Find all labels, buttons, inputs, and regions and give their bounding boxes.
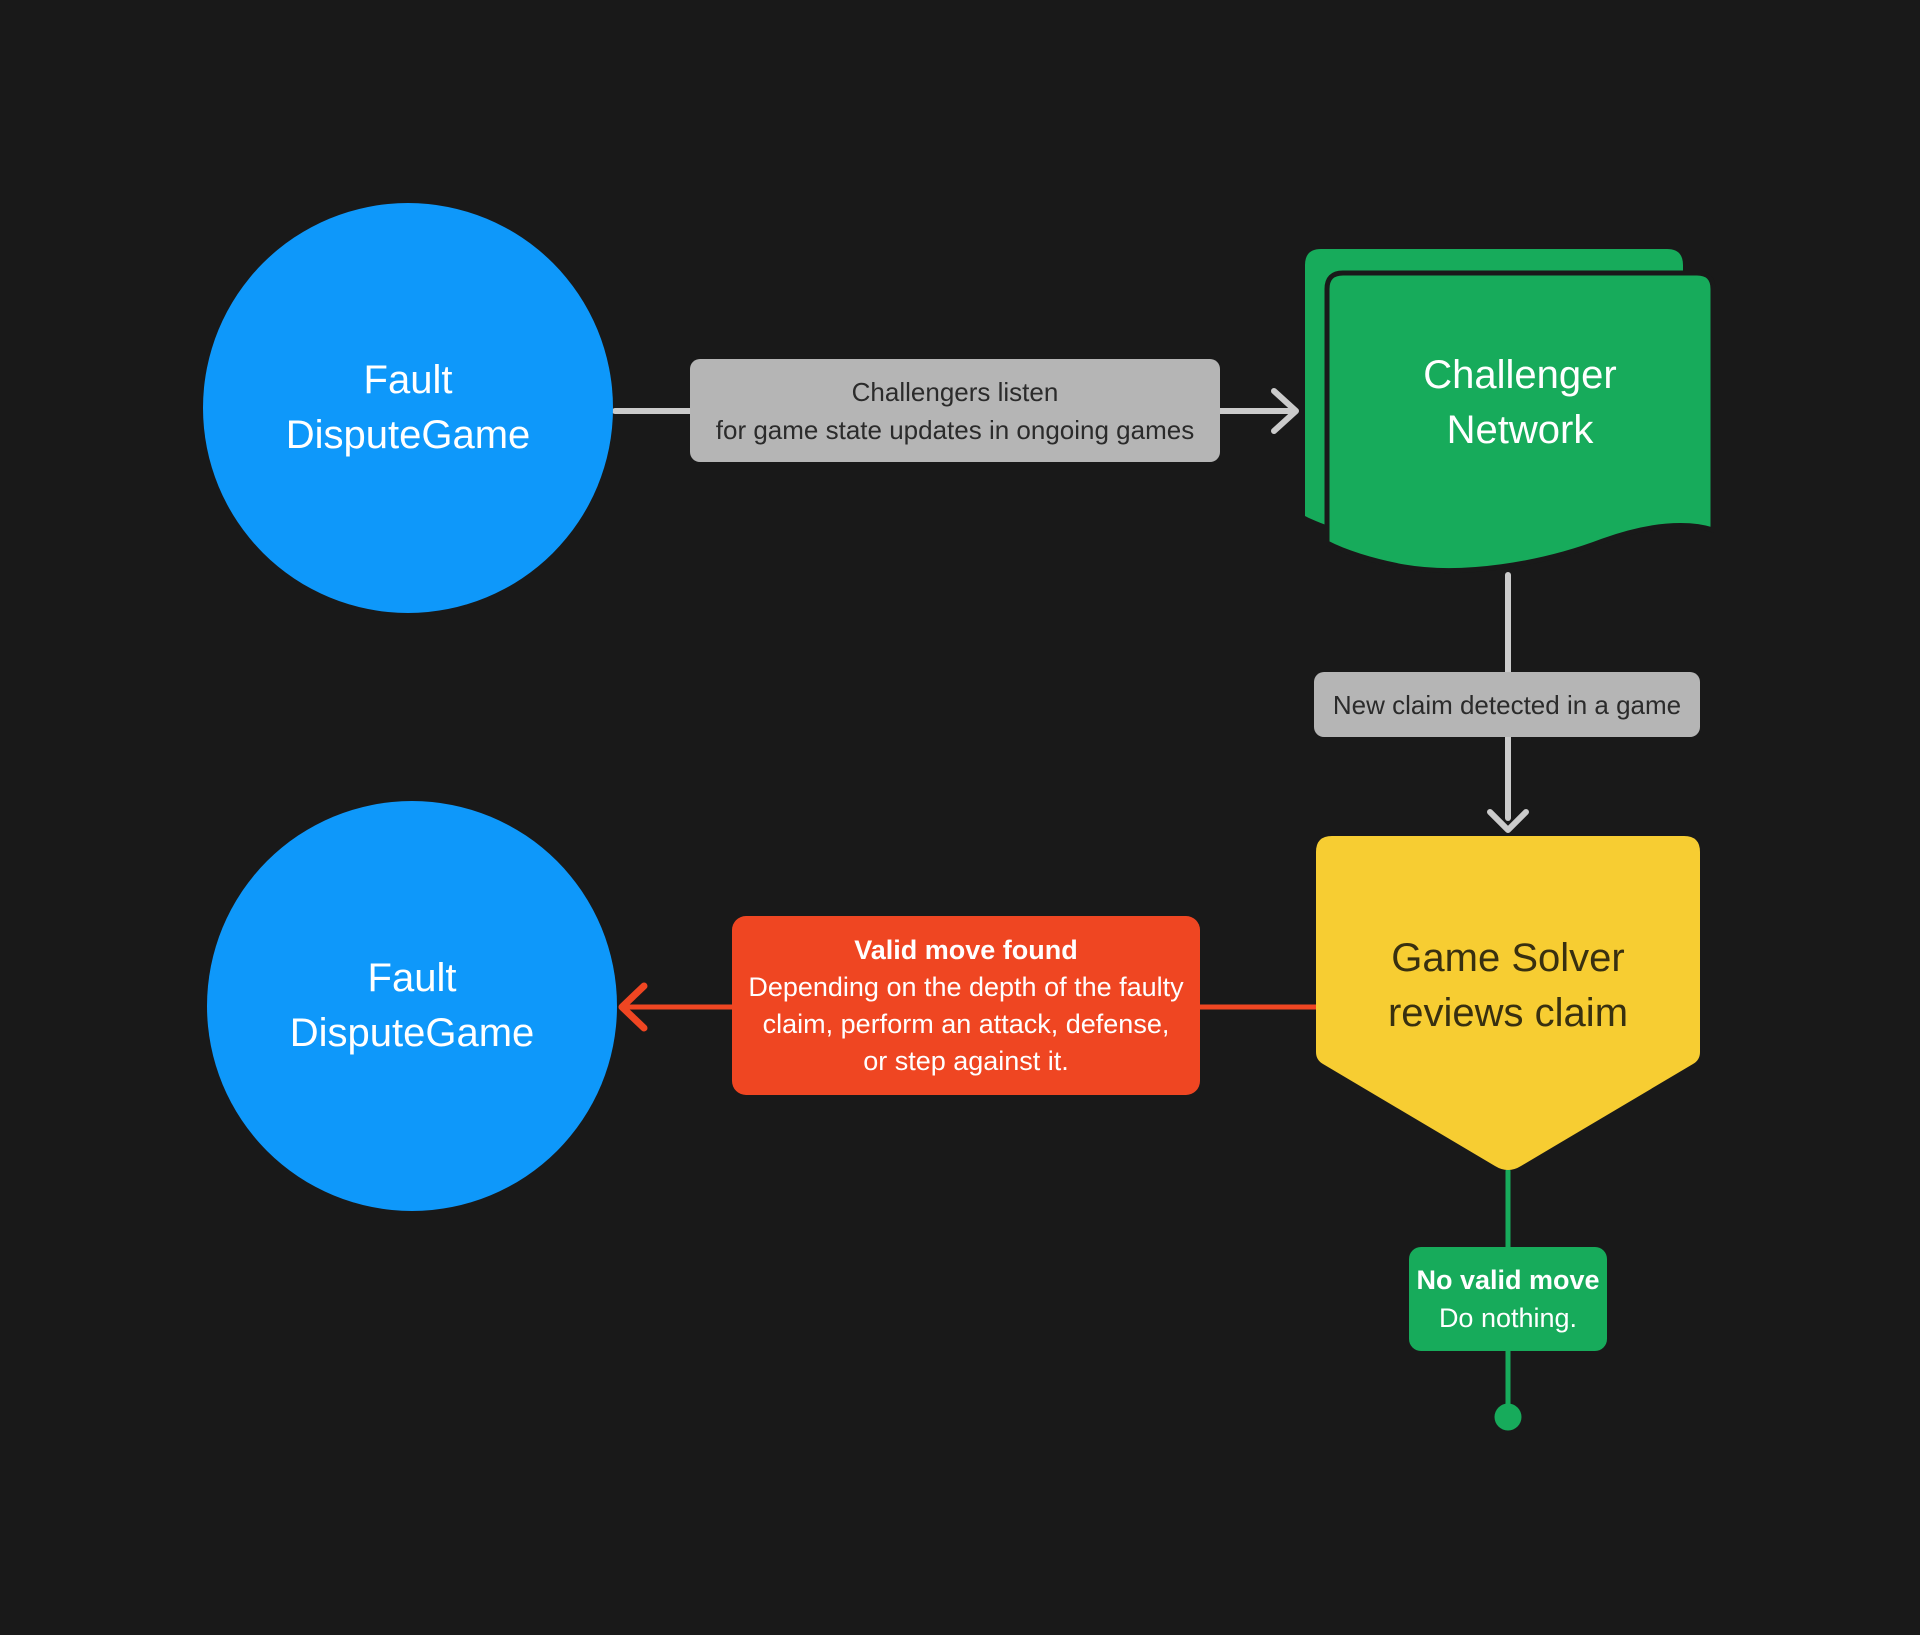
- flow-end-dot: [1494, 1403, 1522, 1431]
- node-label-line: DisputeGame: [285, 413, 531, 457]
- callout-body-line: or step against it.: [863, 1045, 1069, 1076]
- game-solver-shape: [1316, 836, 1700, 1170]
- edge-label-line: Challengers listen: [851, 376, 1059, 407]
- edge-label-line: New claim detected in a game: [1332, 689, 1682, 720]
- callout-body-line: claim, perform an attack, defense,: [762, 1008, 1170, 1039]
- node-label-line: DisputeGame: [289, 1011, 535, 1055]
- edge-label-challengers-listen: Challengers listen for game state update…: [690, 359, 1220, 462]
- node-label-line: Fault: [367, 956, 457, 1000]
- new-claim-arrowhead-icon: [1487, 809, 1529, 833]
- callout-title: No valid move: [1416, 1265, 1600, 1295]
- callout-no-valid-move: No valid move Do nothing.: [1409, 1247, 1607, 1351]
- challenger-network-front-card: [1324, 270, 1716, 573]
- edge-label-line: for game state updates in ongoing games: [715, 414, 1195, 445]
- edge-label-new-claim: New claim detected in a game: [1314, 672, 1700, 737]
- node-fault-dispute-game-top: Fault DisputeGame: [203, 203, 613, 613]
- callout-valid-move-found: Valid move found Depending on the depth …: [732, 916, 1200, 1095]
- callout-body-line: Depending on the depth of the faulty: [748, 971, 1184, 1002]
- node-fault-dispute-game-bottom: Fault DisputeGame: [207, 801, 617, 1211]
- callout-title: Valid move found: [854, 934, 1078, 965]
- callout-body-line: Do nothing.: [1438, 1303, 1578, 1333]
- valid-move-arrowhead-icon: [618, 982, 648, 1032]
- node-label-line: Fault: [363, 358, 453, 402]
- listen-arrowhead-icon: [1271, 388, 1299, 434]
